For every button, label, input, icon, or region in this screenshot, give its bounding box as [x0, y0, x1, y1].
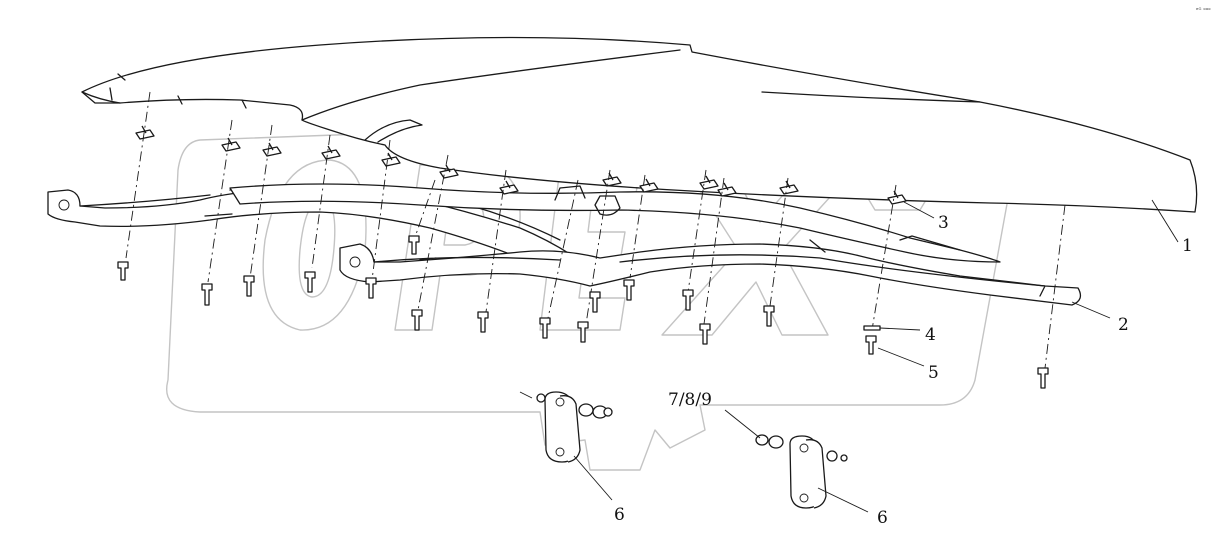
- callout-3: 3: [938, 213, 949, 233]
- leader-2: [1071, 301, 1111, 319]
- watermark-letter-x: [661, 174, 851, 336]
- bolt: [304, 271, 316, 293]
- bolt: [539, 317, 551, 339]
- bolt: [623, 279, 635, 301]
- hinge-bracket-right: [755, 434, 848, 509]
- hood-panel-rib: [364, 119, 423, 143]
- hood-panel: [81, 36, 1198, 213]
- clip-nut: [717, 182, 737, 197]
- leader-789: [724, 409, 761, 439]
- leader-4: [879, 327, 921, 331]
- hood-panel-inner-edge: [301, 49, 681, 121]
- leader-3: [903, 201, 935, 219]
- corner-mark: ᵉᴳ ᵒᵒᵒ: [1196, 7, 1211, 14]
- hood-panel-crease: [761, 91, 981, 103]
- bolt: [477, 311, 489, 333]
- frame-cross-rail-bracket: [554, 185, 621, 216]
- clip-nut: [381, 152, 401, 167]
- bolt: [682, 289, 694, 311]
- clip-nut: [321, 145, 341, 160]
- bolt: [865, 335, 877, 355]
- bolt: [763, 305, 775, 327]
- callout-6-left: 6: [614, 505, 625, 525]
- callout-4: 4: [925, 325, 936, 345]
- clip-nut: [779, 180, 799, 195]
- callout-6-right: 6: [877, 508, 888, 528]
- bolt: [117, 261, 129, 281]
- hood-panel-outline: [81, 36, 1198, 213]
- frame-rail-right-body: [339, 243, 1082, 306]
- hood-panel-slots: [177, 95, 247, 109]
- bolt-group: [117, 235, 1049, 389]
- bolt: [201, 283, 213, 306]
- leader-1: [1151, 199, 1179, 243]
- bolt: [589, 291, 601, 313]
- frame-rail-right: [339, 243, 1082, 306]
- callout-labels: 1 2 3 4 5 6 6 7/8/9 ᵉᴳ ᵒᵒᵒ: [614, 7, 1211, 528]
- frame-cross-rail-body: [229, 183, 1001, 263]
- bolt: [1037, 367, 1049, 389]
- callout-1: 1: [1182, 236, 1193, 256]
- hinge-bracket-left: [519, 391, 613, 463]
- bolt: [699, 323, 711, 345]
- frame-cross-rail-edge: [809, 235, 961, 253]
- washer: [863, 325, 881, 331]
- frame-rail-right-hole: [349, 256, 361, 268]
- frame-rail-left-hole: [58, 199, 70, 211]
- callout-leaders: [573, 199, 1179, 513]
- leader-6a: [573, 455, 613, 501]
- leader-6b: [817, 487, 869, 513]
- clip-nut: [699, 175, 719, 190]
- callout-2: 2: [1118, 315, 1129, 335]
- leader-5: [877, 347, 925, 367]
- callout-5: 5: [928, 363, 939, 383]
- frame-cross-rail: [229, 183, 1001, 263]
- bolt: [408, 235, 420, 255]
- clip-nut: [221, 137, 241, 152]
- frame-rail-right-flange: [373, 254, 1046, 297]
- bolt: [411, 309, 423, 331]
- callout-7-8-9: 7/8/9: [668, 390, 712, 410]
- assembly-center-lines: [125, 91, 1066, 369]
- bolt: [365, 277, 377, 299]
- clip-nut: [262, 142, 282, 157]
- bolt: [577, 321, 589, 343]
- hood-panel-lip: [81, 73, 126, 104]
- clip-nut: [135, 125, 155, 140]
- bolt: [243, 275, 255, 297]
